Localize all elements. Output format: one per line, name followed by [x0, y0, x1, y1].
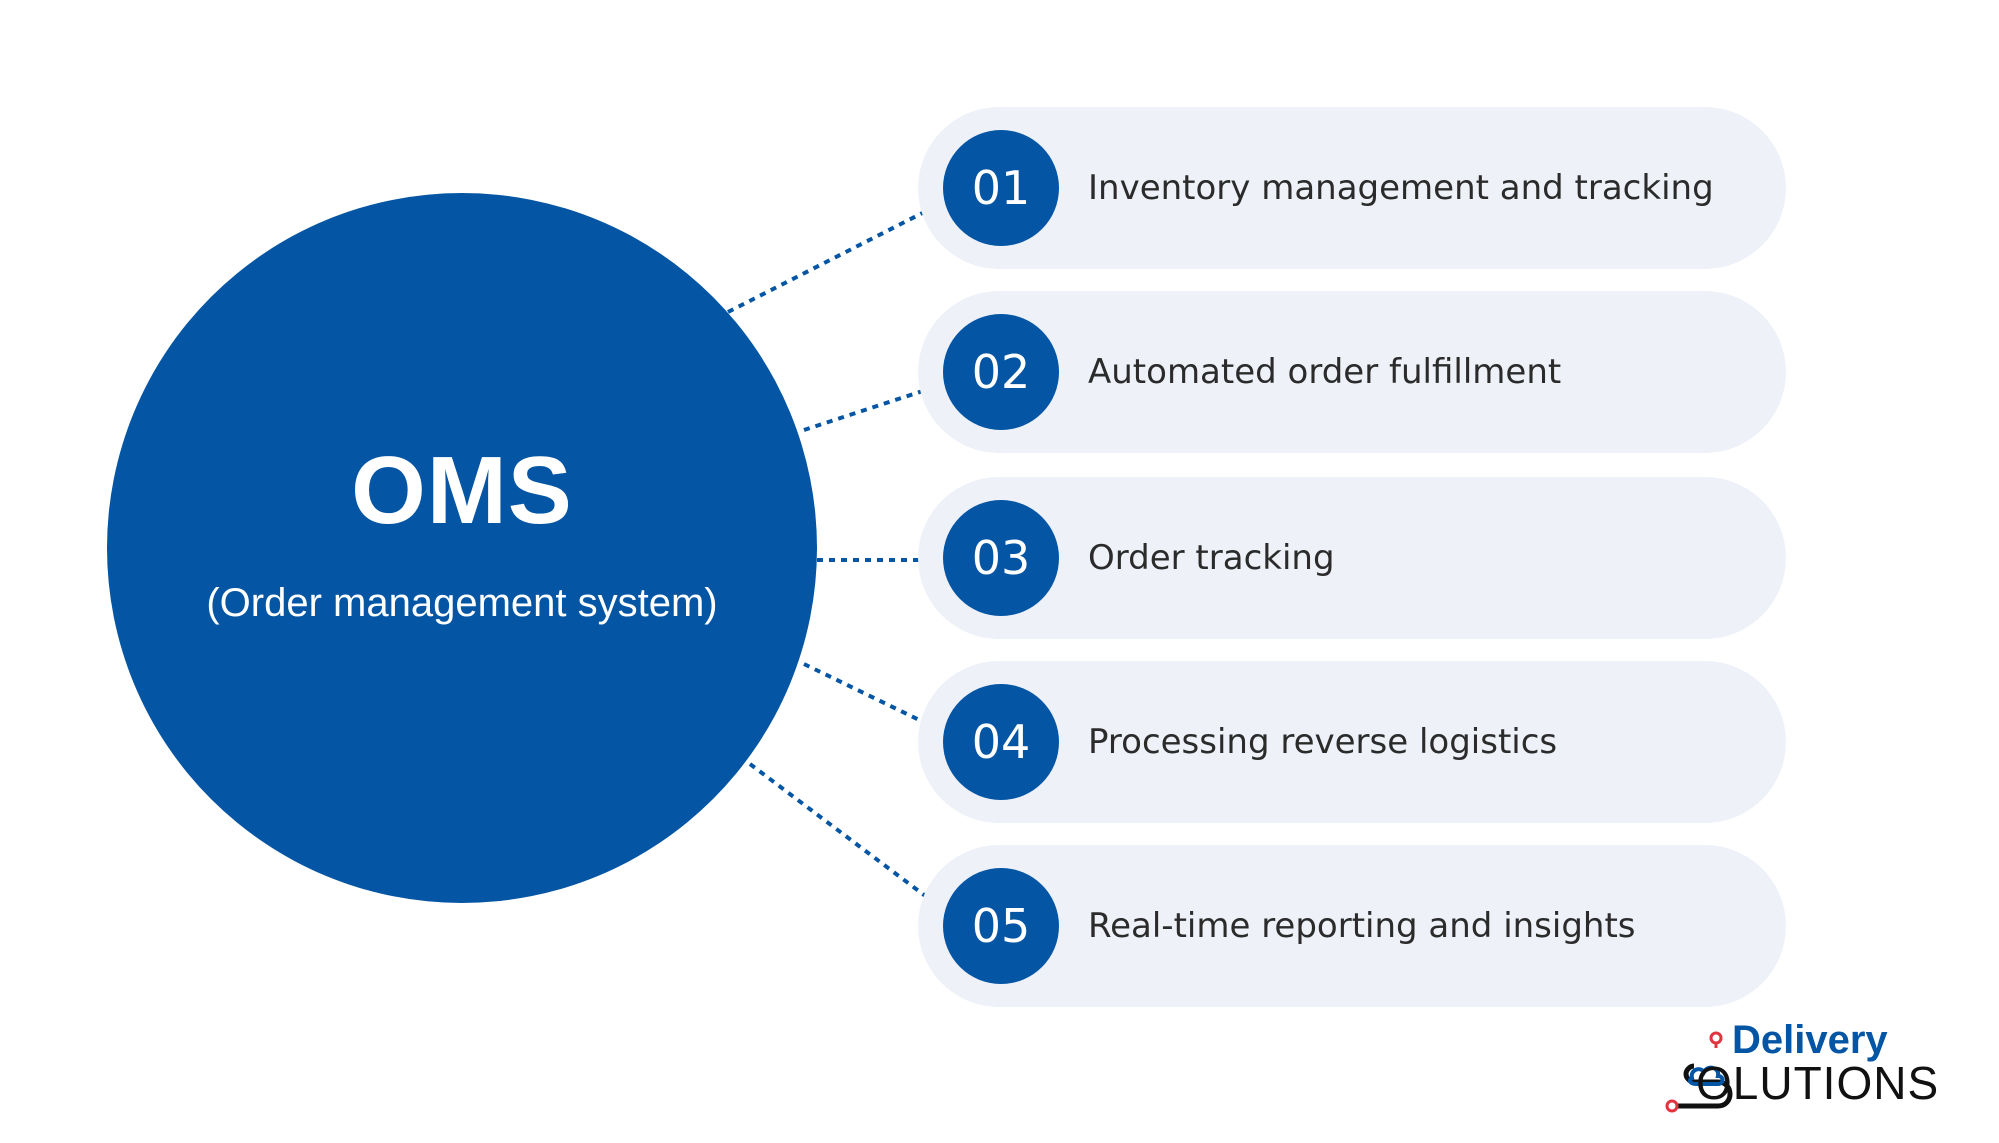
feature-item-05: 05 Real-time reporting and insights	[918, 845, 1786, 1007]
feature-number-badge: 05	[943, 868, 1059, 984]
feature-number-badge: 03	[943, 500, 1059, 616]
feature-label: Inventory management and tracking	[1088, 168, 1714, 208]
feature-item-04: 04 Processing reverse logistics	[918, 661, 1786, 823]
feature-item-01: 01 Inventory management and tracking	[918, 107, 1786, 269]
hub-subtitle: (Order management system)	[206, 581, 718, 625]
logo-s-mark-icon	[1665, 1031, 1733, 1113]
connector-05	[748, 762, 946, 912]
feature-number-badge: 04	[943, 684, 1059, 800]
feature-label: Automated order fulfillment	[1088, 352, 1562, 392]
feature-label: Processing reverse logistics	[1088, 722, 1558, 762]
feature-item-03: 03 Order tracking	[918, 477, 1786, 639]
feature-item-02: 02 Automated order fulfillment	[918, 291, 1786, 453]
logo-text-delivery: Delivery	[1732, 1018, 1888, 1062]
feature-label: Real-time reporting and insights	[1088, 906, 1636, 946]
hub-title: OMS	[351, 437, 573, 544]
delivery-solutions-logo: Delivery OLUTIONS	[1660, 1018, 1950, 1118]
feature-number-badge: 01	[943, 130, 1059, 246]
feature-label: Order tracking	[1088, 538, 1335, 578]
feature-number-badge: 02	[943, 314, 1059, 430]
oms-hub-circle: OMS (Order management system)	[107, 193, 817, 903]
connector-01	[727, 200, 945, 314]
logo-text-solutions: OLUTIONS	[1696, 1057, 1940, 1109]
